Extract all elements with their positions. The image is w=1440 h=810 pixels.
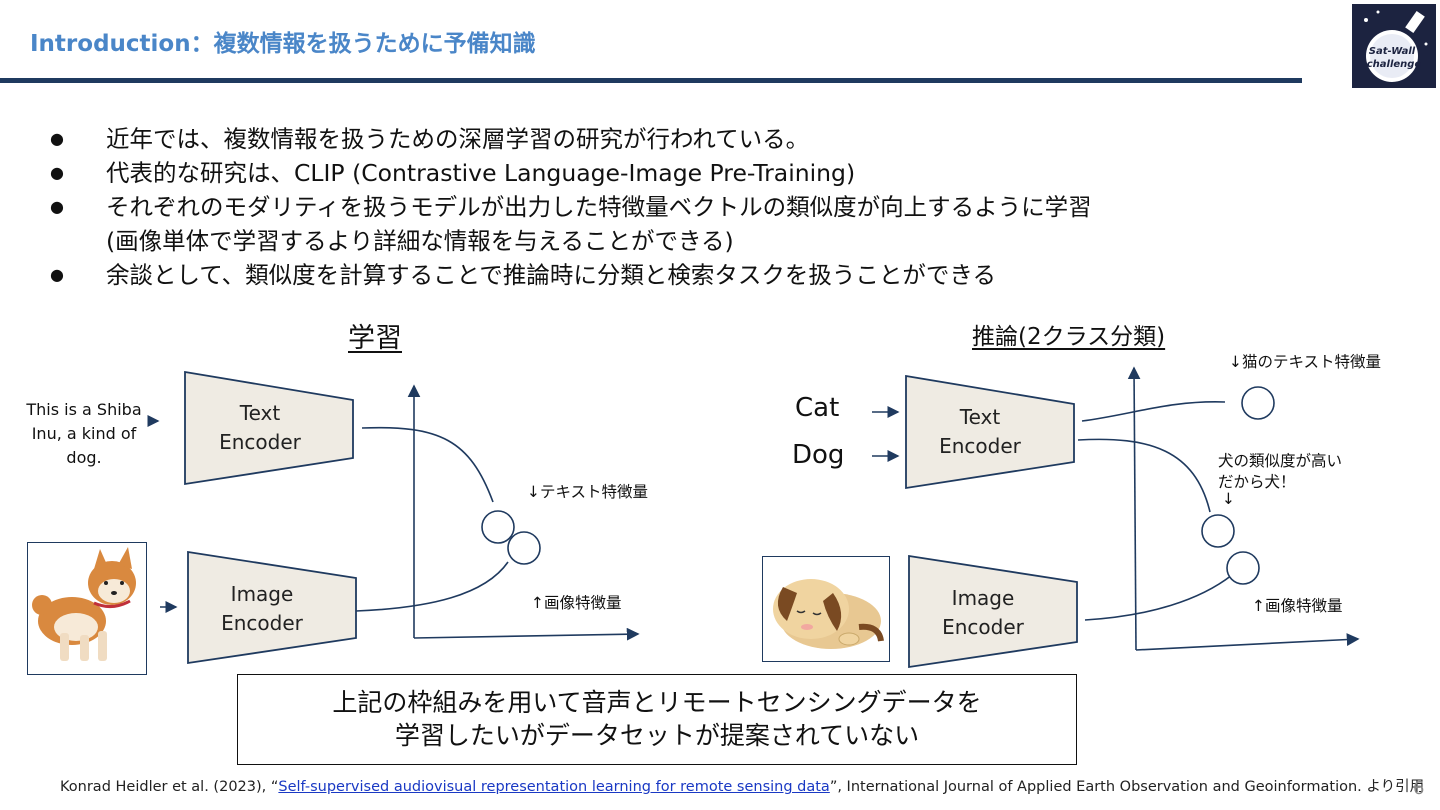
bullet-continuation: (画像単体で学習するより詳細な情報を与えることができる) [106,227,734,255]
sleeping-dog-illustration-icon [773,579,884,649]
dog-text-feature-point [1201,514,1235,548]
sat-challenge-logo: Sat-Wall challenge [1352,4,1436,88]
svg-text:Encoder: Encoder [219,430,302,454]
logo-text-top: Sat-Wall [1369,46,1416,57]
citation: Konrad Heidler et al. (2023), “Self-supe… [60,775,1424,796]
logo-text-bottom: challenge [1367,59,1422,70]
inference-image-feature-point [1226,551,1260,585]
shiba-dog-image [27,542,147,675]
training-text-encoder [184,370,354,486]
training-heading: 学習 [348,323,402,354]
citation-suffix: ”, International Journal of Applied Eart… [829,779,1425,795]
text-feature-point [481,510,515,544]
similarity-note-arrow: ↓ [1222,490,1235,508]
svg-text:Encoder: Encoder [221,611,304,635]
notice-line-2: 学習したいがデータセットが提案されていない [394,721,920,750]
class-label-cat: Cat [795,393,840,423]
inference-heading: 推論(2クラス分類) [972,324,1166,350]
slide-title: Introduction：複数情報を扱うために予備知識 [30,31,536,57]
cat-feature-label: ↓猫のテキスト特徴量 [1229,353,1382,371]
image-feature-label: ↑画像特徴量 [531,594,622,612]
inference-text-encoder [905,374,1075,490]
svg-text:Encoder: Encoder [939,434,1022,458]
similarity-note-line1: 犬の類似度が高い [1218,452,1343,470]
citation-prefix: Konrad Heidler et al. (2023), “ [60,779,279,795]
svg-text:Text: Text [239,401,281,425]
svg-text:Text: Text [959,405,1001,429]
bullet-item: 代表的な研究は、CLIP (Contrastive Language-Image… [50,156,1092,190]
bullet-item: それぞれのモダリティを扱うモデルが出力した特徴量ベクトルの類似度が向上するように… [50,190,1092,224]
page-number: 6 [1413,778,1425,799]
svg-text:Image: Image [231,582,294,606]
inference-image-feature-label: ↑画像特徴量 [1252,597,1343,615]
bullet-item: 近年では、複数情報を扱うための深層学習の研究が行われている。 [50,122,1092,156]
bullet-list: 近年では、複数情報を扱うための深層学習の研究が行われている。 代表的な研究は、C… [50,122,1092,292]
similarity-note-line2: だから犬！ [1218,473,1296,491]
svg-text:Encoder: Encoder [942,615,1025,639]
class-label-dog: Dog [792,440,845,470]
training-input-caption: This is a Shiba Inu, a kind of dog. [26,400,142,467]
text-feature-label: ↓テキスト特徴量 [527,483,649,501]
citation-link[interactable]: Self-supervised audiovisual representati… [278,779,830,795]
image-feature-point [507,531,541,565]
bullet-item: 余談として、類似度を計算することで推論時に分類と検索タスクを扱うことができる [50,258,1092,292]
inference-image-encoder [908,554,1078,669]
shiba-dog-illustration-icon [32,547,136,661]
notice-box: 上記の枠組みを用いて音声とリモートセンシングデータを 学習したいがデータセットが… [237,674,1077,765]
notice-line-1: 上記の枠組みを用いて音声とリモートセンシングデータを [332,688,982,717]
svg-text:Image: Image [952,586,1015,610]
cat-text-feature-point [1241,386,1275,420]
title-underline-bar [0,78,1302,83]
sleeping-dog-image [762,556,890,662]
training-image-encoder [187,550,357,665]
